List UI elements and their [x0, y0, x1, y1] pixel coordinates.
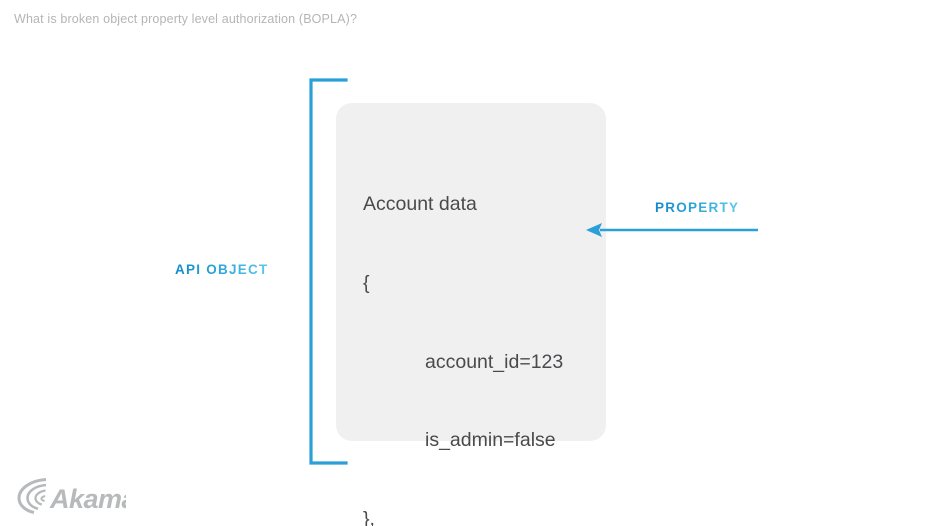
akamai-logo-text: Akamai: [49, 484, 126, 514]
left-arrow-icon: [584, 219, 760, 241]
code-line: account_id=123: [425, 350, 564, 373]
left-bracket-icon: [308, 78, 348, 465]
api-object-card: [336, 103, 606, 441]
code-line: },: [363, 507, 375, 526]
code-line: {: [363, 272, 370, 294]
code-line: is_admin=false: [425, 429, 556, 452]
page-title: What is broken object property level aut…: [14, 12, 358, 26]
label-api-object: API OBJECT: [175, 262, 269, 277]
label-property: PROPERTY: [655, 200, 740, 215]
akamai-logo: Akamai: [16, 477, 126, 515]
api-object-code: Account data { account_id=123 is_admin=f…: [363, 139, 603, 526]
code-line: Account data: [363, 193, 477, 216]
